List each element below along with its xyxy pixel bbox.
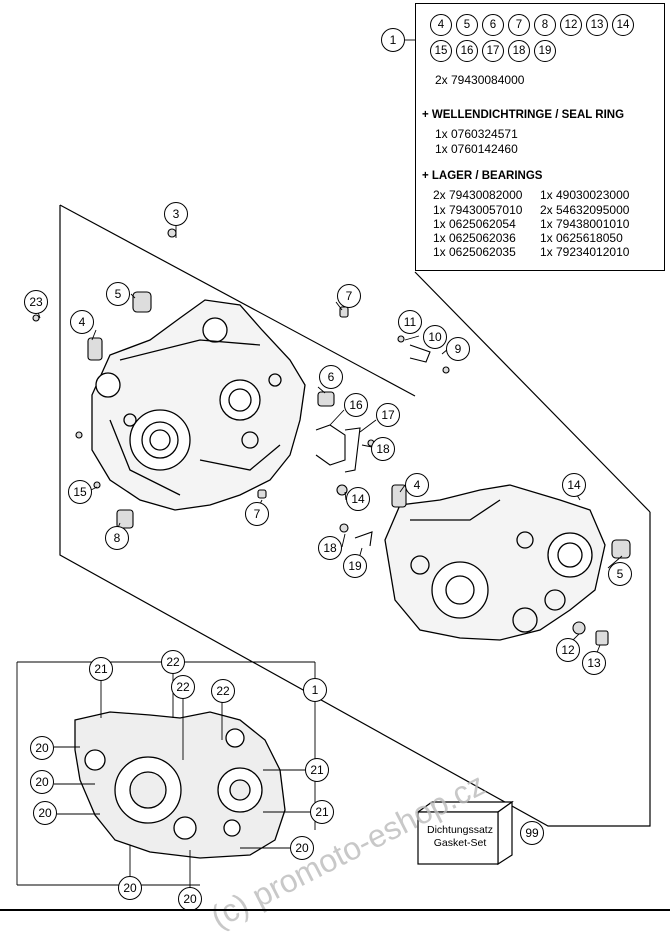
- legend-circle: 17: [482, 40, 504, 62]
- seal-item: 1x 0760324571: [435, 127, 518, 141]
- legend-circle: 5: [456, 14, 478, 36]
- callout: 20: [30, 770, 54, 794]
- right-crankcase-half: [384, 484, 606, 641]
- callout: 5: [106, 282, 130, 306]
- bearing-item: 2x 54632095000: [540, 203, 630, 217]
- callout: 21: [305, 758, 329, 782]
- gasket-label-en: Gasket-Set: [433, 837, 487, 849]
- legend-circle: 16: [456, 40, 478, 62]
- callout: 12: [556, 638, 580, 662]
- legend-circle: 18: [508, 40, 530, 62]
- callout: 16: [344, 393, 368, 417]
- callout: 4: [405, 473, 429, 497]
- callout: 14: [562, 473, 586, 497]
- loose-parts: [32, 228, 631, 646]
- legend-circle: 12: [560, 14, 582, 36]
- legend-circle: 8: [534, 14, 556, 36]
- legend-circle: 13: [586, 14, 608, 36]
- callout: 13: [582, 651, 606, 675]
- bearing-item: 1x 79430057010: [433, 203, 523, 217]
- diagram-drawing: [16, 39, 651, 890]
- callout: 19: [343, 554, 367, 578]
- bearing-item: 1x 0625618050: [540, 231, 623, 245]
- legend-circles-row-2: 15 16 17 18 19: [430, 40, 556, 62]
- callout-gasket-set: 99: [520, 821, 544, 845]
- callout: 6: [319, 365, 343, 389]
- bearing-item: 1x 49030023000: [540, 188, 630, 202]
- callout: 4: [70, 310, 94, 334]
- bearing-item: 2x 79430082000: [433, 188, 523, 202]
- gasket-label-de: Dichtungssatz: [427, 824, 493, 836]
- seal-ring-header: + WELLENDICHTRINGE / SEAL RING: [422, 109, 625, 121]
- gasket-set-label: Dichtungssatz Gasket-Set: [420, 824, 500, 850]
- bearing-item: 1x 79438001010: [540, 217, 630, 231]
- callout: 3: [164, 202, 188, 226]
- callout: 7: [337, 284, 361, 308]
- callout: 1: [303, 678, 327, 702]
- bearings-header: + LAGER / BEARINGS: [422, 170, 543, 182]
- callout: 20: [33, 801, 57, 825]
- callout: 18: [318, 536, 342, 560]
- callout: 22: [211, 679, 235, 703]
- bearing-item: 1x 0625062054: [433, 217, 516, 231]
- seal-item: 1x 0760142460: [435, 142, 518, 156]
- legend-bolts: 2x 79430084000: [435, 73, 525, 87]
- callout: 8: [105, 526, 129, 550]
- legend-circle: 14: [612, 14, 634, 36]
- callout: 22: [171, 675, 195, 699]
- gasket-set-box: [416, 800, 514, 866]
- legend-circle: 7: [508, 14, 530, 36]
- callout: 20: [290, 836, 314, 860]
- callout: 5: [608, 562, 632, 586]
- bottom-rule: [0, 909, 670, 911]
- legend-circle: 4: [430, 14, 452, 36]
- callout: 9: [446, 337, 470, 361]
- legend-circle: 19: [534, 40, 556, 62]
- bearing-item: 1x 0625062035: [433, 245, 516, 259]
- callout: 20: [178, 887, 202, 911]
- callout: 15: [68, 480, 92, 504]
- callout: 20: [30, 736, 54, 760]
- callout-1: 1: [381, 28, 405, 52]
- callout: 23: [24, 290, 48, 314]
- callout: 21: [89, 657, 113, 681]
- exploded-parts-diagram: 4 5 6 7 8 12 13 14 15 16 17 18 19 2x 794…: [0, 3, 670, 935]
- bearing-item: 1x 79234012010: [540, 245, 630, 259]
- left-crankcase-half: [91, 299, 306, 511]
- gasket-location-view: [74, 711, 286, 859]
- callout: 10: [423, 325, 447, 349]
- callout: 14: [346, 487, 370, 511]
- callout: 18: [371, 437, 395, 461]
- callout: 21: [310, 800, 334, 824]
- callout: 11: [398, 310, 422, 334]
- callout: 7: [245, 502, 269, 526]
- bearing-item: 1x 0625062036: [433, 231, 516, 245]
- callout: 20: [118, 876, 142, 900]
- legend-circle: 15: [430, 40, 452, 62]
- legend-circles-row-1: 4 5 6 7 8 12 13 14: [430, 14, 634, 36]
- callout: 17: [376, 403, 400, 427]
- legend-circle: 6: [482, 14, 504, 36]
- callout: 22: [161, 650, 185, 674]
